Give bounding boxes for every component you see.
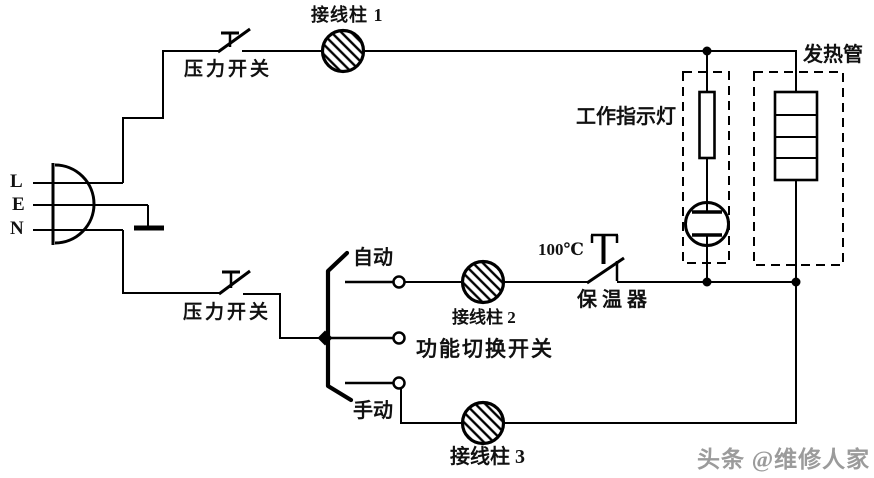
manual-label: 手动	[353, 400, 393, 422]
auto-contact	[392, 275, 406, 289]
indicator-resistor	[698, 90, 716, 160]
heater-dashed-box	[753, 71, 844, 266]
power-cord-lines	[33, 182, 149, 231]
junction-dot-top	[702, 46, 712, 56]
manual-contact	[392, 376, 406, 390]
wire-live-top	[122, 50, 219, 183]
pressure-switch-1	[217, 27, 322, 54]
junction-dot-lamp	[702, 277, 712, 287]
watermark: 头条 @维修人家	[697, 447, 871, 472]
pressure-switch-bottom-label: 压力开关	[183, 302, 272, 323]
auto-label: 自动	[353, 247, 393, 269]
terminal-2	[460, 259, 506, 305]
temperature-label: 100℃	[538, 240, 584, 259]
junction-dots	[702, 46, 801, 287]
terminal-1-label: 接线柱 1	[311, 5, 384, 25]
thermostat-switch	[586, 233, 625, 285]
indicator-neon-lamp	[684, 158, 730, 282]
thermostat-label: 保温器	[577, 289, 652, 311]
terminal-2-label: 接线柱 2	[452, 308, 516, 327]
terminal-1	[320, 28, 366, 74]
plug-n-label: N	[10, 218, 24, 239]
selector-switch	[317, 250, 406, 403]
wire-top-bus	[364, 50, 797, 92]
pressure-switch-top-label: 压力开关	[184, 59, 273, 80]
plug-e-label: E	[12, 194, 25, 215]
heating-tube-label: 发热管	[803, 44, 863, 66]
selector-common-junction	[317, 330, 333, 346]
terminal-3-label: 接线柱 3	[450, 446, 525, 468]
junction-dot-heater	[791, 277, 801, 287]
pressure-switch-2	[218, 269, 326, 339]
function-switch-label: 功能切换开关	[416, 337, 554, 361]
terminal-3	[460, 400, 506, 446]
wire-manual-path	[400, 388, 462, 424]
middle-contact	[392, 331, 406, 345]
plug-l-label: L	[10, 171, 23, 192]
heating-element	[773, 90, 819, 423]
indicator-lamp-label: 工作指示灯	[576, 106, 676, 128]
wire-neutral-bottom	[122, 230, 220, 294]
